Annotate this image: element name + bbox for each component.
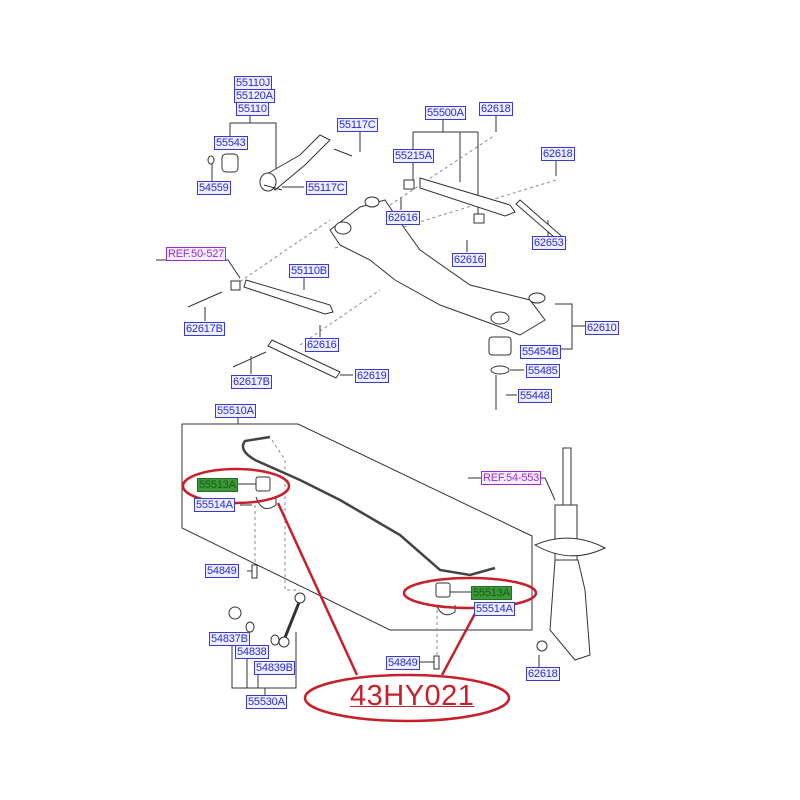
- part-label[interactable]: 62616: [386, 211, 420, 225]
- part-label[interactable]: 62618: [541, 147, 575, 161]
- part-label[interactable]: 54849: [205, 564, 239, 578]
- part-label[interactable]: 62619: [355, 369, 389, 383]
- trailing-arm: [207, 134, 353, 192]
- part-label[interactable]: 62617B: [231, 375, 272, 389]
- part-label[interactable]: 55454B: [520, 345, 561, 359]
- part-label[interactable]: 55110J: [234, 76, 273, 90]
- part-label[interactable]: 55215A: [393, 149, 434, 163]
- crossmember: [329, 196, 546, 336]
- part-label[interactable]: 54559: [197, 181, 231, 195]
- part-label[interactable]: 55110B: [289, 264, 329, 278]
- strut: [533, 447, 607, 661]
- part-number-ellipse: [303, 673, 511, 723]
- part-label[interactable]: 62610: [585, 321, 619, 335]
- part-label[interactable]: 55510A: [215, 404, 256, 418]
- part-label[interactable]: 55120A: [234, 89, 275, 103]
- highlight-ellipse-right: [402, 576, 538, 610]
- part-label[interactable]: 55110: [236, 102, 269, 116]
- part-label[interactable]: 55514A: [194, 498, 235, 512]
- centerlines: [234, 134, 557, 660]
- part-label[interactable]: 54838: [235, 645, 269, 659]
- part-label[interactable]: 55117C: [337, 118, 378, 132]
- part-label[interactable]: 62616: [452, 253, 486, 267]
- part-label[interactable]: 62616: [305, 338, 339, 352]
- part-label[interactable]: 55514A: [474, 602, 515, 616]
- highlighted-part-label[interactable]: 55513A: [197, 478, 238, 492]
- part-label[interactable]: 55543: [214, 136, 248, 150]
- part-label[interactable]: 54837B: [209, 632, 250, 646]
- stabilizer-bar: [241, 435, 496, 577]
- part-number-annotation: 43HY021: [350, 680, 475, 712]
- reference-label[interactable]: REF.54-553: [481, 471, 542, 485]
- part-label[interactable]: 54849: [386, 656, 420, 670]
- part-label[interactable]: 62618: [479, 102, 513, 116]
- part-label[interactable]: 55500A: [425, 106, 466, 120]
- part-label[interactable]: 55485: [526, 364, 560, 378]
- part-label[interactable]: 54839B: [254, 661, 295, 675]
- lateral-arms: [187, 177, 567, 410]
- part-label[interactable]: 55117C: [306, 181, 347, 195]
- red-annotations: [181, 467, 538, 723]
- highlight-ellipse-left: [181, 467, 291, 505]
- part-label[interactable]: 55530A: [246, 695, 287, 709]
- highlighted-part-label[interactable]: 55513A: [471, 586, 512, 600]
- part-label[interactable]: 62618: [526, 667, 560, 681]
- part-label[interactable]: 62617B: [184, 322, 225, 336]
- part-label[interactable]: 62653: [532, 236, 566, 250]
- reference-label[interactable]: REF.50-527: [166, 247, 227, 261]
- part-label[interactable]: 55448: [518, 389, 552, 403]
